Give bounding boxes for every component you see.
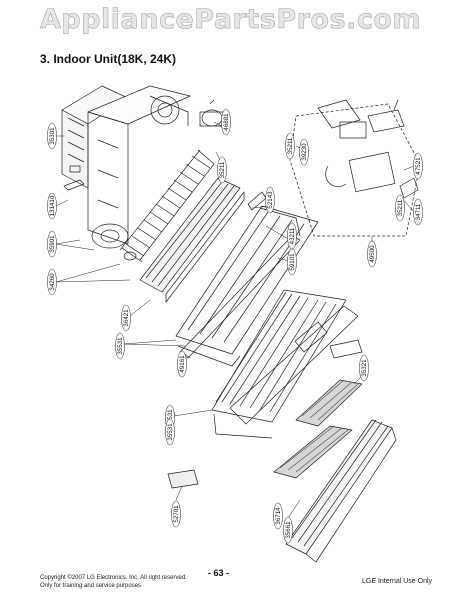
part-label: 35301 [49, 127, 56, 145]
callout-bubble: 43211 [287, 222, 297, 250]
part-label: 35211 [219, 161, 226, 178]
front-cover-panel [285, 419, 397, 563]
callout-bubble: 52143 [265, 186, 275, 214]
evaporator [139, 177, 245, 303]
callout-bubble: 35211 [285, 132, 295, 160]
part-label: 34260 [49, 273, 56, 291]
air-filter-lower [273, 425, 353, 479]
callout-bubble: 131410 [47, 192, 57, 220]
chassis-frame [87, 85, 191, 249]
part-label: 46881 [223, 113, 230, 131]
pcb-assembly [61, 85, 129, 189]
callout-bubble: 35531 [115, 332, 125, 360]
callout-bubble: 36714 [273, 502, 283, 530]
part-label: 52701 [173, 505, 180, 523]
part-label: 35321 [361, 359, 368, 377]
page-title: 3. Indoor Unit(18K, 24K) [40, 52, 177, 66]
callout-bubble: 46881 [221, 108, 231, 136]
callout-bubble: 35901 [47, 230, 57, 258]
part-label: 59101 [289, 253, 296, 271]
part-label: 35211 [287, 137, 294, 154]
callout-bubble: 35301 [47, 122, 57, 150]
control-box-group [289, 99, 421, 237]
callout-bubble: 35211 [217, 156, 227, 184]
part-label: 47521 [415, 157, 422, 175]
part-label: 49500 [369, 245, 376, 263]
part-label: 36421 [123, 309, 130, 327]
watermark: AppliancePartsPros.com [39, 4, 422, 36]
callout-bubble: 52701 [171, 500, 181, 528]
callout-bubble: 49500 [367, 240, 377, 268]
front-grille [211, 289, 359, 439]
remote-holder [167, 469, 199, 489]
part-label: 39230 [301, 143, 308, 161]
callout-bubble: 34711 [413, 198, 423, 226]
part-label: 35531 [167, 423, 174, 441]
fan-motor [199, 99, 225, 127]
callout-bubble: 47521 [413, 152, 423, 180]
part-label: 49161 [179, 355, 186, 373]
copyright-text: Copyright ©2007 LG Electronics. Inc. All… [40, 575, 187, 581]
part-label: 35901 [49, 235, 56, 253]
callout-labels: 35301 131410 35901 34260 36421 35531 468… [47, 108, 423, 544]
part-label: 131410 [49, 195, 56, 216]
callout-bubble: 35321 [359, 354, 369, 382]
part-label: 35531 [117, 337, 124, 355]
leader-lines [55, 121, 415, 519]
callout-bubble: 35531 [165, 418, 175, 446]
callout-bubble: 35661 [283, 516, 293, 544]
air-filter-upper [295, 379, 363, 427]
training-text: Only for training and service purposes [40, 583, 142, 589]
callout-bubble: 36421 [121, 304, 131, 332]
part-label: 52143 [267, 191, 274, 209]
callout-bubble: 59101 [287, 248, 297, 276]
internal-use-text: LGE Internal Use Only [362, 578, 433, 585]
part-label: 34711 [415, 203, 422, 220]
callout-bubble: 49161 [177, 350, 187, 378]
callout-bubble: 35211 [395, 194, 405, 222]
clip-part [63, 179, 85, 191]
crossflow-fan [119, 149, 215, 263]
part-label: 35211 [397, 199, 404, 216]
callout-bubble: 39230 [299, 138, 309, 166]
part-label: 36714 [275, 507, 282, 525]
part-label: 35661 [285, 521, 292, 539]
display-bracket [329, 339, 363, 359]
part-label: 43211 [289, 227, 296, 244]
drain-pan [175, 205, 319, 367]
part-label: 35531 [167, 409, 174, 427]
page-number: - 63 - [208, 568, 230, 578]
callout-bubble: 34260 [47, 268, 57, 296]
